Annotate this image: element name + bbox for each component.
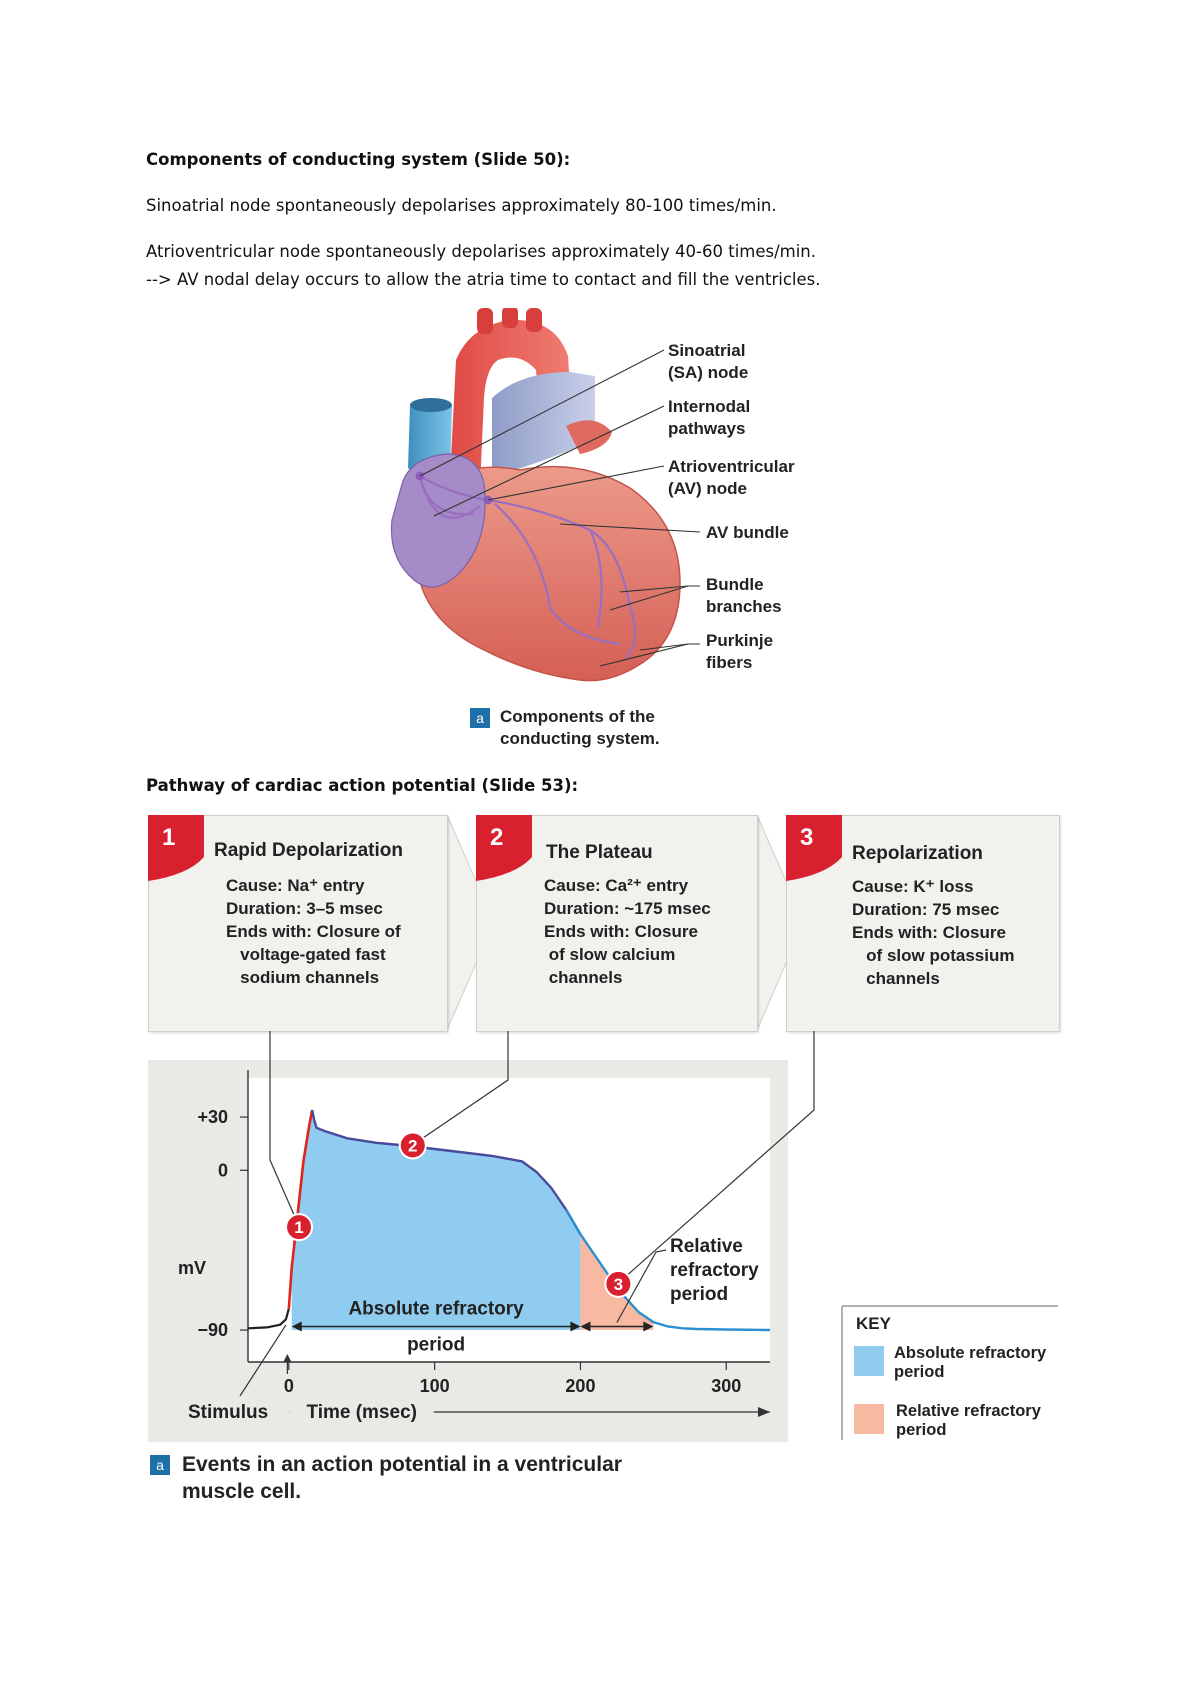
label-av-bundle: AV bundle [706,523,789,542]
phase-marker-3 [604,1269,633,1298]
relative-refractory-region [580,1234,654,1331]
phase-title-2: The Plateau [546,842,653,863]
relative-refractory-label-2: period [670,1284,728,1305]
plateau-curve [311,1109,582,1235]
x-tick-label: 300 [711,1376,741,1396]
stimulus-label: Stimulus [188,1402,268,1423]
right-atrium-shape [390,453,486,588]
absolute-refractory-label: Absolute refractory [348,1299,524,1320]
phase-marker-label-2: 2 [408,1136,417,1155]
relative-refractory-arrow-head-left [580,1321,591,1332]
key-swatch-relative [854,1404,884,1434]
x-tick-label: 200 [565,1376,595,1396]
relative-refractory-arrow-head-right [643,1321,654,1332]
caption-badge-heart: a [470,708,490,728]
x-tick-label: 0 [284,1376,294,1396]
phase-body-3: Cause: K⁺ loss Duration: 75 msec Ends wi… [852,877,1015,988]
heart-leader-lines [419,349,701,667]
y-axis-label: mV [178,1258,206,1278]
phase-title-3: Repolarization [852,843,983,864]
x-axis-label: Time (msec) [306,1402,417,1423]
absolute-refractory-arrow-head-right [570,1321,581,1332]
phase-marker-label-1: 1 [294,1218,303,1237]
relative-refractory-label-1: refractory [670,1260,759,1281]
label-av-node: Atrioventricular(AV) node [668,457,795,498]
phase-number-3: 3 [800,824,814,851]
phase-badge-3 [786,815,842,881]
phase-number-2: 2 [490,824,504,851]
x-label-arrowhead [758,1407,770,1417]
relative-label-leader [616,1249,667,1323]
depolarization-curve [287,1109,314,1309]
leader-phase-3 [625,1031,815,1277]
section-heading-conducting: Components of conducting system (Slide 5… [146,150,571,169]
label-sa-node: Sinoatrial(SA) node [668,341,749,382]
phase-marker-label-3: 3 [614,1275,623,1294]
absolute-refractory-region [291,1110,581,1331]
y-tick-label: +30 [197,1107,228,1127]
caption-chart: Events in an action potential in a ventr… [182,1453,622,1503]
heart-illustration [390,308,681,682]
text-sa-node: Sinoatrial node spontaneously depolarise… [146,196,777,215]
y-tick-label: 0 [218,1160,228,1180]
caption-badge-chart: a [150,1455,170,1475]
leader-phase-2 [420,1031,509,1140]
phase-number-1: 1 [162,824,176,851]
stimulus-pointer [239,1324,287,1397]
phase-title-1: Rapid Depolarization [214,840,403,861]
phase-marker-2 [398,1131,427,1160]
stimulus-arrowhead [283,1354,292,1362]
absolute-refractory-arrow-head-left [291,1321,302,1332]
chart-key [841,1305,1058,1440]
phase-badge-2 [476,815,532,881]
phase-badge-1 [148,815,204,881]
key-swatch-absolute [854,1346,884,1376]
aorta-shape [450,319,572,488]
conduction-pathways [418,475,637,659]
phase-body-1: Cause: Na⁺ entry Duration: 3–5 msec Ends… [226,876,401,987]
x-tick-label: 100 [420,1376,450,1396]
absolute-refractory-label-2: period [407,1335,465,1356]
key-title: KEY [856,1314,891,1333]
phase-marker-1 [285,1213,314,1242]
section-heading-pathway: Pathway of cardiac action potential (Sli… [146,776,579,795]
resting-potential-curve [247,1308,290,1330]
repolarization-curve [564,1208,771,1332]
leader-phase-1 [269,1031,296,1218]
phase-body-2: Cause: Ca²⁺ entry Duration: ~175 msec En… [544,876,711,987]
y-tick-label: −90 [197,1320,228,1340]
text-av-delay: --> AV nodal delay occurs to allow the a… [146,270,821,289]
text-av-node: Atrioventricular node spontaneously depo… [146,242,817,261]
relative-refractory-label-0: Relative [670,1236,743,1257]
